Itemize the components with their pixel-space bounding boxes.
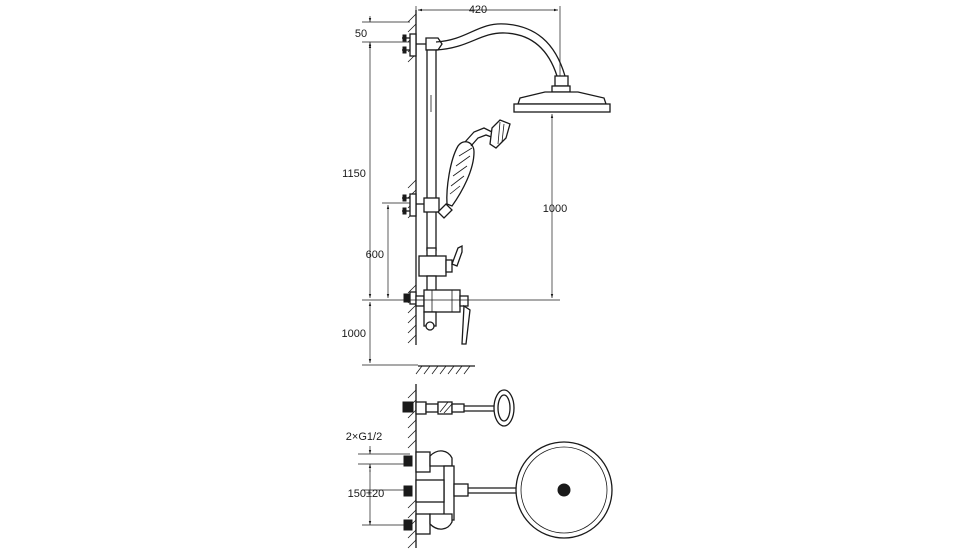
dim-label-floor-height: 1000: [342, 328, 366, 340]
top-view-dimension-lines: [358, 446, 410, 526]
dim-label-top-offset: 50: [355, 28, 367, 40]
mixer-valve: [403, 289, 471, 345]
front-view: 420 50 1150 600 1000 1000: [342, 4, 611, 375]
dim-label-total-height: 1150: [342, 168, 366, 180]
dim-label-projection: 420: [469, 4, 487, 16]
dim-label-inlet-spacing: 150±20: [348, 488, 385, 500]
dimension-lines: [362, 6, 561, 366]
dim-label-inlet-size: 2×G1/2: [346, 431, 382, 443]
overhead-shower-head: [513, 75, 611, 113]
floor: [415, 365, 475, 375]
hand-shower: [437, 119, 511, 219]
diverter: [418, 244, 463, 293]
dim-label-head-height: 1000: [543, 203, 567, 215]
top-wall-bracket: [402, 33, 443, 57]
top-view-shower-head: [515, 441, 613, 539]
middle-wall-bracket: [402, 193, 440, 217]
top-view: 2×G1/2 150±20: [346, 384, 613, 549]
top-view-mixer: [403, 450, 560, 535]
top-view-hand-shower: [402, 389, 515, 427]
shower-arm: [435, 23, 566, 77]
dim-label-holder-height: 600: [366, 249, 384, 261]
riser-pipe: [426, 49, 437, 251]
